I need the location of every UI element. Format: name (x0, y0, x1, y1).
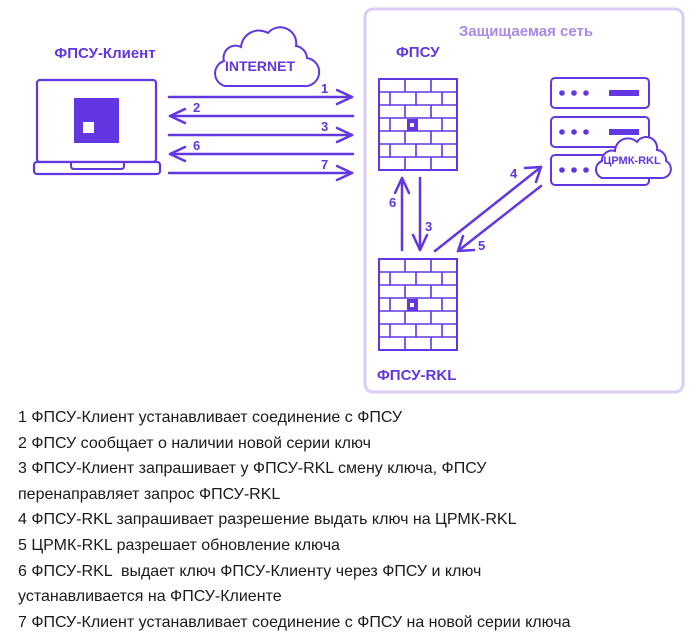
legend-step-3: 3 ФПСУ-Клиент запрашивает у ФПСУ-RKL сме… (18, 460, 487, 478)
arrow-3-down (411, 176, 429, 252)
arrow-2-label: 2 (193, 100, 200, 115)
arrow-2 (168, 107, 355, 125)
cprmk-cloud-icon (595, 136, 672, 179)
legend-step-7: 7 ФПСУ-Клиент устанавливает соединение с… (18, 613, 571, 631)
arrow-6-label: 6 (193, 138, 200, 153)
legend-step-4: 4 ФПСУ-RKL запрашивает разрешение выдать… (18, 511, 517, 529)
protected-zone-title: Защищаемая сеть (459, 23, 593, 40)
arrow-1-label: 1 (321, 81, 328, 96)
arrow-3-label: 3 (321, 119, 328, 134)
arrow-3 (167, 126, 354, 144)
fpsu-firewall-icon (378, 78, 458, 171)
legend-step-3-cont: перенаправляет запрос ФПСУ-RKL (18, 485, 281, 503)
laptop-icon (32, 78, 162, 176)
internet-label: INTERNET (225, 58, 295, 74)
network-diagram: Защищаемая сеть ФПСУ-Клиент INTERNET (32, 7, 685, 394)
internet-cloud-icon (214, 26, 321, 88)
arrow-6-up (393, 176, 411, 252)
arrow-7 (167, 164, 354, 182)
arrow-1 (167, 88, 354, 106)
arrow-5-label: 5 (478, 238, 485, 253)
arrow-4-up-right (433, 165, 543, 253)
legend-step-6-cont: устанавливается на ФПСУ-Клиенте (18, 588, 282, 606)
legend-step-1: 1 ФПСУ-Клиент устанавливает соединение с… (18, 409, 403, 426)
arrow-4-label: 4 (510, 166, 518, 181)
legend-step-2: 2 ФПСУ сообщает о наличии новой серии кл… (18, 434, 371, 452)
fpsu-rkl-firewall-icon (378, 258, 458, 351)
app-window-icon (74, 98, 119, 143)
arrow-3-vertical-label: 3 (425, 219, 432, 234)
client-label: ФПСУ-Клиент (54, 45, 155, 62)
diagonal-arrows (433, 165, 543, 253)
fpsu-label: ФПСУ (396, 44, 440, 61)
arrow-7-label: 7 (321, 157, 328, 172)
vertical-arrows (393, 176, 429, 252)
legend-step-6: 6 ФПСУ-RKL выдает ключ ФПСУ-Клиенту чере… (18, 562, 482, 580)
arrow-6-vertical-label: 6 (389, 195, 396, 210)
fpsu-rkl-label: ФПСУ-RKL (377, 367, 456, 384)
arrow-6 (168, 145, 355, 163)
step-legend: 1 ФПСУ-Клиент устанавливает соединение с… (18, 405, 688, 635)
client-arrows (167, 88, 355, 182)
cprmk-label: ЦРМК-RKL (603, 155, 661, 167)
legend-step-5: 5 ЦРМК-RKL разрешает обновление ключа (18, 536, 340, 554)
arrow-5-down-left (456, 184, 543, 253)
